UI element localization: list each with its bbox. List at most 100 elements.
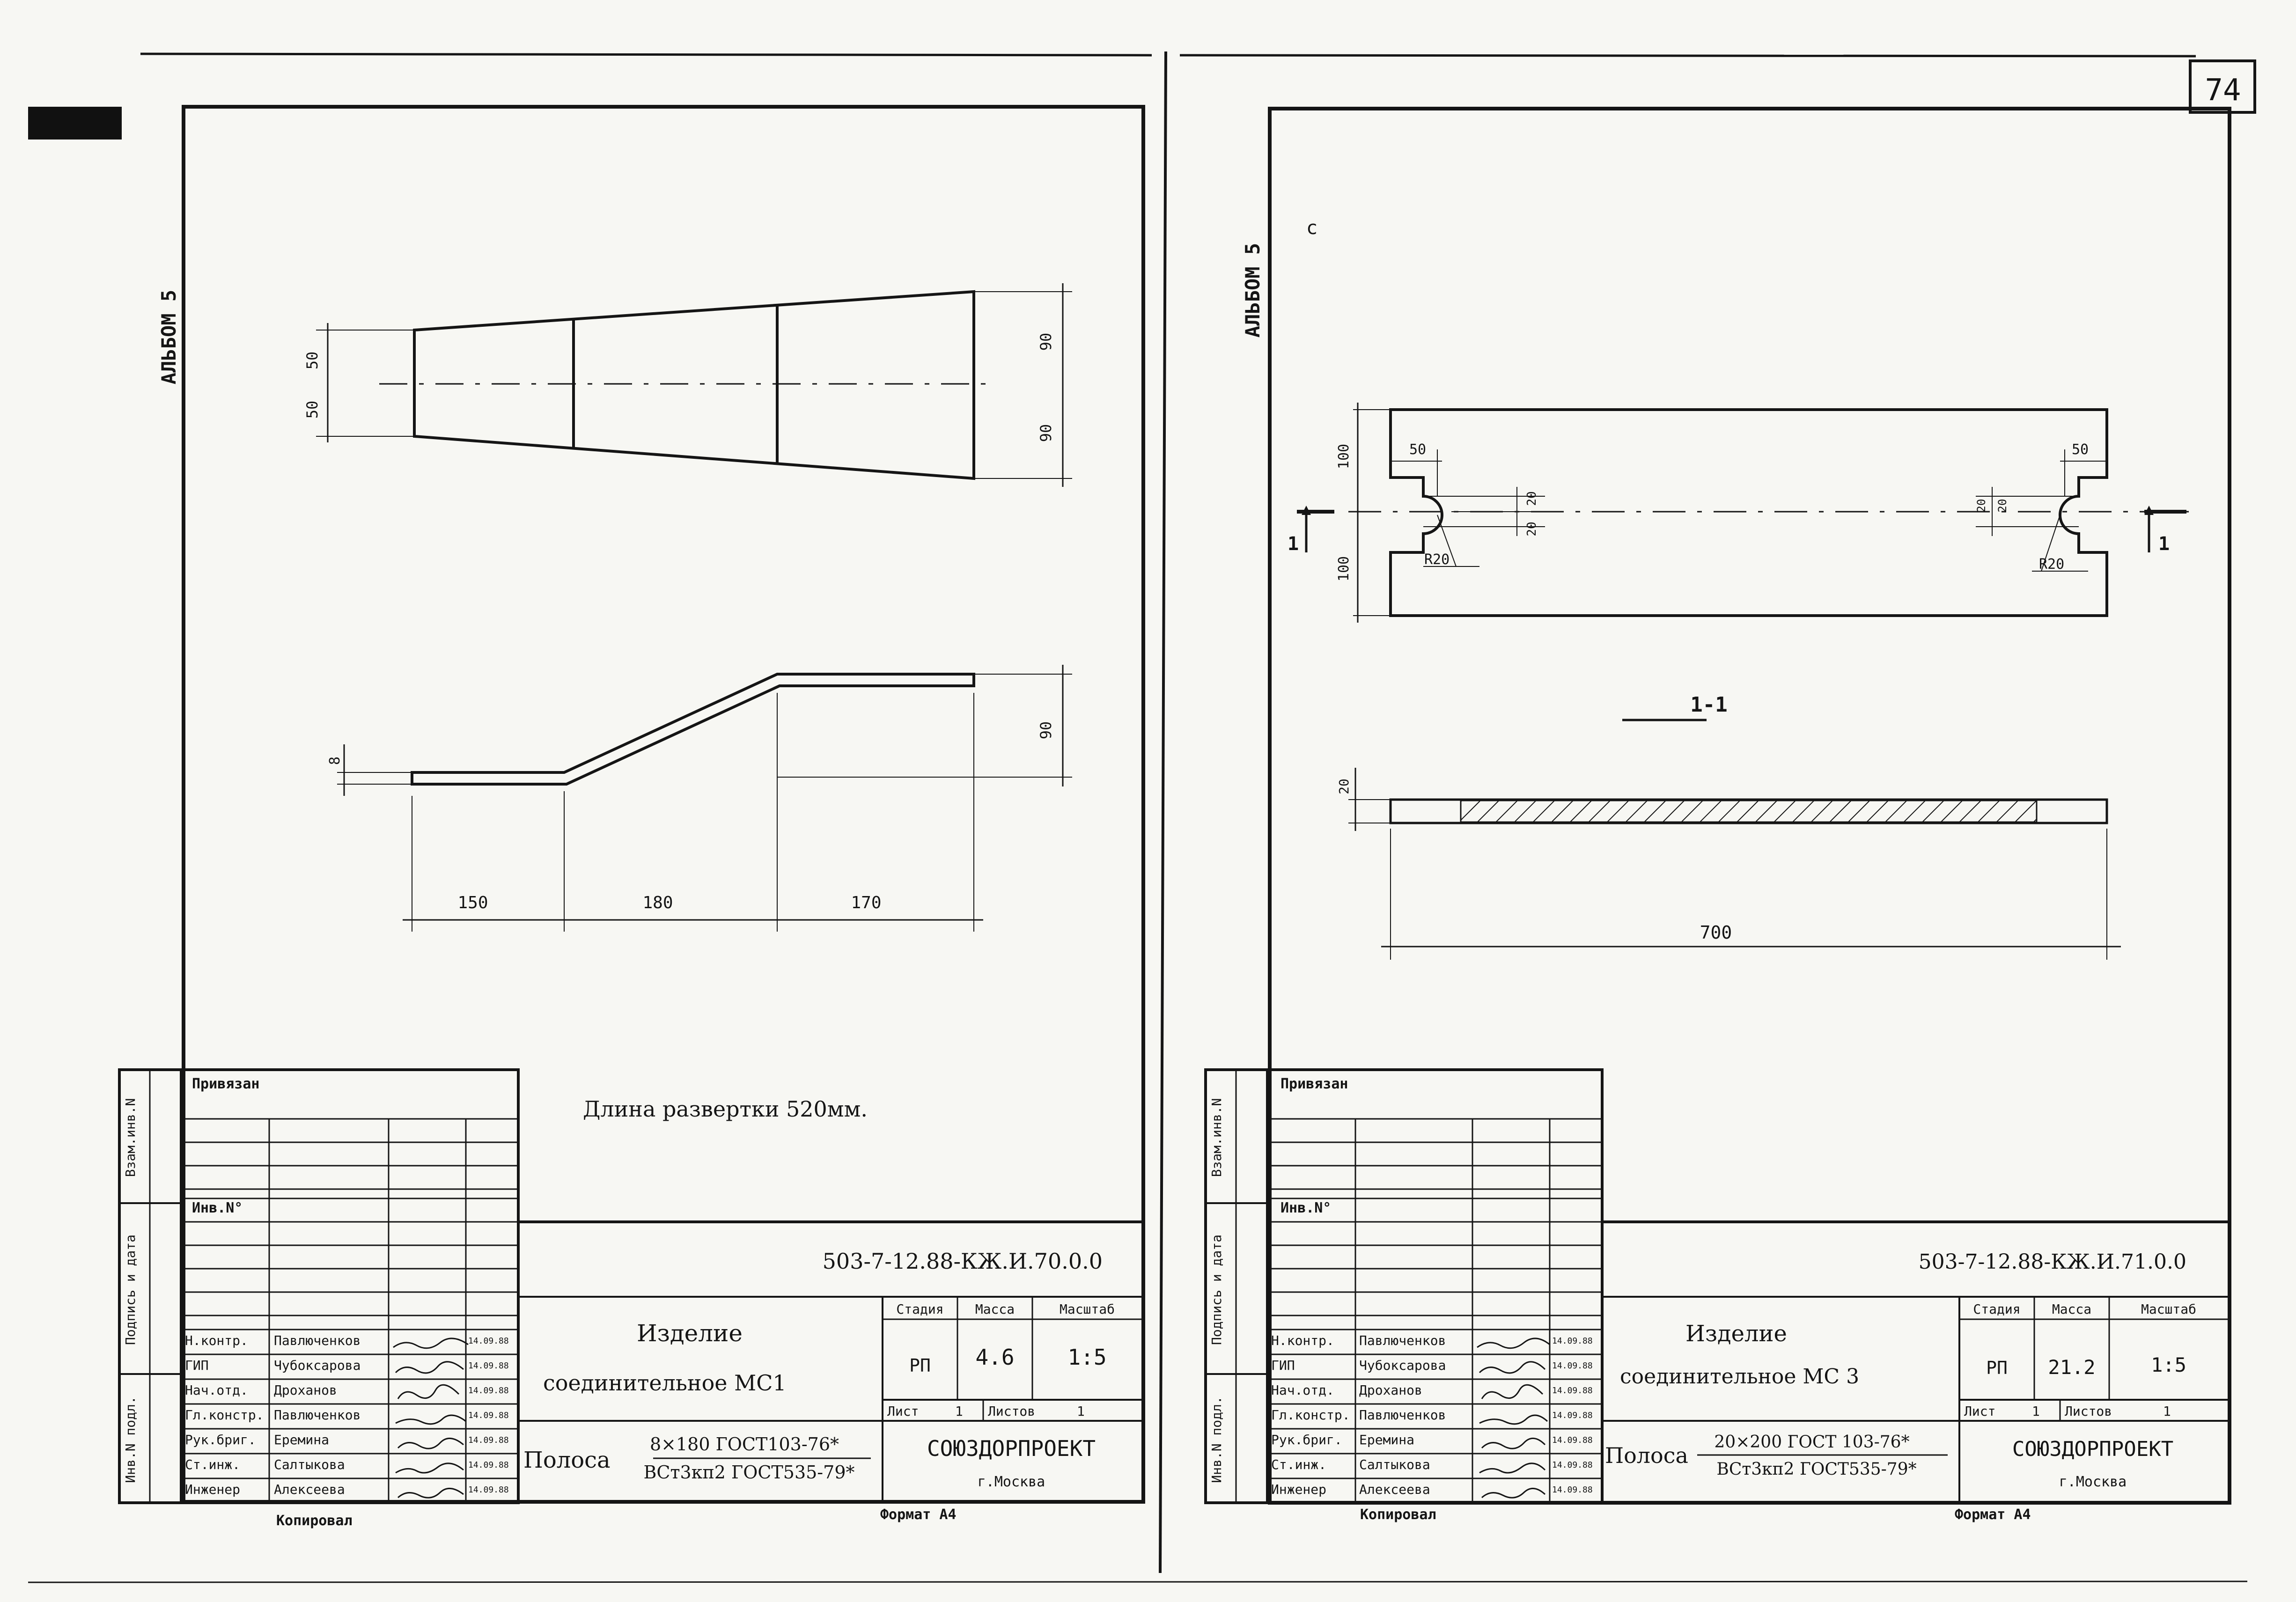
staff-role: Гл.констр.	[185, 1407, 264, 1423]
section-title: 1-1	[1690, 693, 1727, 717]
dim-r-left: 20	[1525, 491, 1539, 506]
org-name: СОЮЗДОРПРОЕКТ	[927, 1436, 1096, 1461]
staff-role: Н.контр.	[185, 1333, 248, 1348]
scale-value: 1:5	[2151, 1353, 2186, 1376]
staff-role: Инженер	[1271, 1482, 1326, 1497]
staff-role: Рук.бриг.	[1271, 1432, 1342, 1448]
title-block-right: Взам.инв.N Подпись и дата Инв.N подл. Пр…	[1204, 1068, 2229, 1523]
mark-c: с	[1306, 217, 1317, 239]
product-label: Изделие	[1685, 1321, 1787, 1347]
sheet-value: 1	[955, 1404, 963, 1419]
staff-role: Гл.констр.	[1271, 1407, 1350, 1423]
sheets-label: Листов	[2065, 1404, 2112, 1419]
side-label-replace: Взам.инв.N	[123, 1098, 138, 1177]
staff-table-left: Н.контр. Павлюченков 14.09.88 ГИП Чубокс…	[181, 1329, 518, 1499]
dim-length-3: 170	[851, 893, 881, 912]
copied-by: Копировал	[276, 1513, 353, 1529]
material-bottom: ВСт3кп2 ГОСТ535-79*	[644, 1462, 855, 1483]
signature	[1481, 1384, 1544, 1399]
side-label-replace: Взам.инв.N	[1209, 1098, 1224, 1177]
page-number: 74	[2205, 73, 2241, 108]
title-block-left: Взам.инв.N Подпись и дата Инв.N подл. Пр…	[118, 1068, 1142, 1529]
material-top: 8×180 ГОСТ103-76*	[650, 1434, 839, 1455]
product-name: соединительное МС 3	[1620, 1365, 1859, 1389]
staff-date: 14.09.88	[1552, 1386, 1593, 1396]
format-label: Формат А4	[880, 1506, 957, 1523]
staff-role: Н.контр.	[1271, 1333, 1334, 1348]
material-top: 20×200 ГОСТ 103-76*	[1714, 1433, 1909, 1452]
product-name: соединительное МС1	[543, 1370, 787, 1396]
signature	[1479, 1462, 1546, 1474]
signature	[1477, 1337, 1550, 1349]
signature	[1479, 1361, 1546, 1374]
staff-date: 14.09.88	[468, 1460, 509, 1470]
dim-r-right-2: 20	[1996, 499, 2009, 513]
dim-slot-left: 50	[1409, 441, 1426, 458]
dim-right-a: 90	[1037, 333, 1055, 351]
side-label-signature: Подпись и дата	[1209, 1235, 1224, 1345]
dim-top-a: 50	[303, 352, 321, 370]
signature	[1479, 1414, 1548, 1425]
header-mass: Масса	[975, 1301, 1015, 1317]
dim-height-bottom: 100	[1336, 556, 1352, 581]
staff-name: Салтыкова	[1359, 1457, 1430, 1472]
header-stage: Стадия	[896, 1301, 943, 1317]
stage-value: РП	[909, 1355, 931, 1376]
staff-role: ГИП	[185, 1358, 209, 1373]
dim-top-b: 50	[303, 401, 321, 419]
staff-table-right: Н.контр. Павлюченков 14.09.88 ГИП Чубокс…	[1267, 1329, 1602, 1499]
sheets-value: 1	[1077, 1404, 1085, 1419]
staff-date: 14.09.88	[1552, 1411, 1593, 1420]
album-label-right: АЛЬБОМ 5	[1241, 243, 1264, 338]
signature	[397, 1384, 460, 1399]
staff-date: 14.09.88	[1552, 1460, 1593, 1470]
side-label-inv: Инв.N подл.	[1209, 1396, 1224, 1483]
staff-date: 14.09.88	[468, 1411, 509, 1420]
dim-r-right: 20	[1975, 499, 1988, 513]
signature	[397, 1438, 464, 1449]
staff-name: Алексеева	[274, 1482, 345, 1497]
staff-name: Павлюченков	[1359, 1407, 1446, 1423]
scan-edges	[28, 51, 2248, 1583]
sheet-value: 1	[2032, 1404, 2040, 1419]
inv-label: Инв.N°	[192, 1200, 243, 1216]
sheet-label: Лист	[1964, 1404, 1995, 1419]
sheets-value: 1	[2163, 1404, 2171, 1419]
radius-left: R20	[1424, 551, 1450, 568]
side-label-signature: Подпись и дата	[123, 1235, 138, 1345]
staff-name: Чубоксарова	[1359, 1358, 1446, 1373]
staff-name: Павлюченков	[1359, 1333, 1446, 1348]
inv-label: Инв.N°	[1280, 1200, 1331, 1216]
plate-top-view: 50 50 90 90	[303, 283, 1072, 487]
staff-name: Еремина	[274, 1432, 329, 1448]
doc-code: 503-7-12.88-КЖ.И.70.0.0	[823, 1249, 1103, 1274]
staff-name: Павлюченков	[274, 1407, 361, 1423]
dim-thickness: 8	[327, 757, 343, 765]
plate-plan-view: 50 20 20 R20 100 100 1 1	[1288, 403, 2191, 623]
section-view: 1-1 20 700	[1336, 693, 2121, 960]
dim-length-1: 150	[457, 893, 488, 912]
left-sheet: АЛЬБОМ 5 50 50 90 90 8	[118, 105, 1145, 1529]
page-number-box: 74	[2189, 59, 2256, 114]
right-sheet: АЛЬБОМ 5 с 50 20 20 R20 100 100	[1204, 107, 2231, 1523]
signature	[1481, 1438, 1546, 1449]
material-bottom: ВСт3кп2 ГОСТ535-79*	[1716, 1460, 1916, 1479]
bound-label: Привязан	[1280, 1076, 1348, 1092]
section-mark-right: 1	[2158, 533, 2170, 555]
dim-r-left-2: 20	[1525, 522, 1539, 536]
dim-right-b: 90	[1037, 424, 1055, 442]
right-frame	[1268, 107, 2231, 1505]
left-frame	[182, 105, 1145, 1504]
staff-date: 14.09.88	[468, 1485, 509, 1495]
stage-value: РП	[1986, 1358, 2008, 1378]
staff-date: 14.09.88	[468, 1361, 509, 1371]
mass-value: 21.2	[2048, 1356, 2095, 1379]
material-label: Полоса	[1605, 1443, 1688, 1468]
sheets-label: Листов	[988, 1404, 1035, 1419]
signature	[395, 1414, 466, 1425]
copied-by: Копировал	[1360, 1506, 1436, 1523]
signature	[1481, 1488, 1546, 1499]
sheet-label: Лист	[887, 1404, 919, 1419]
staff-name: Дроханов	[1359, 1382, 1422, 1398]
